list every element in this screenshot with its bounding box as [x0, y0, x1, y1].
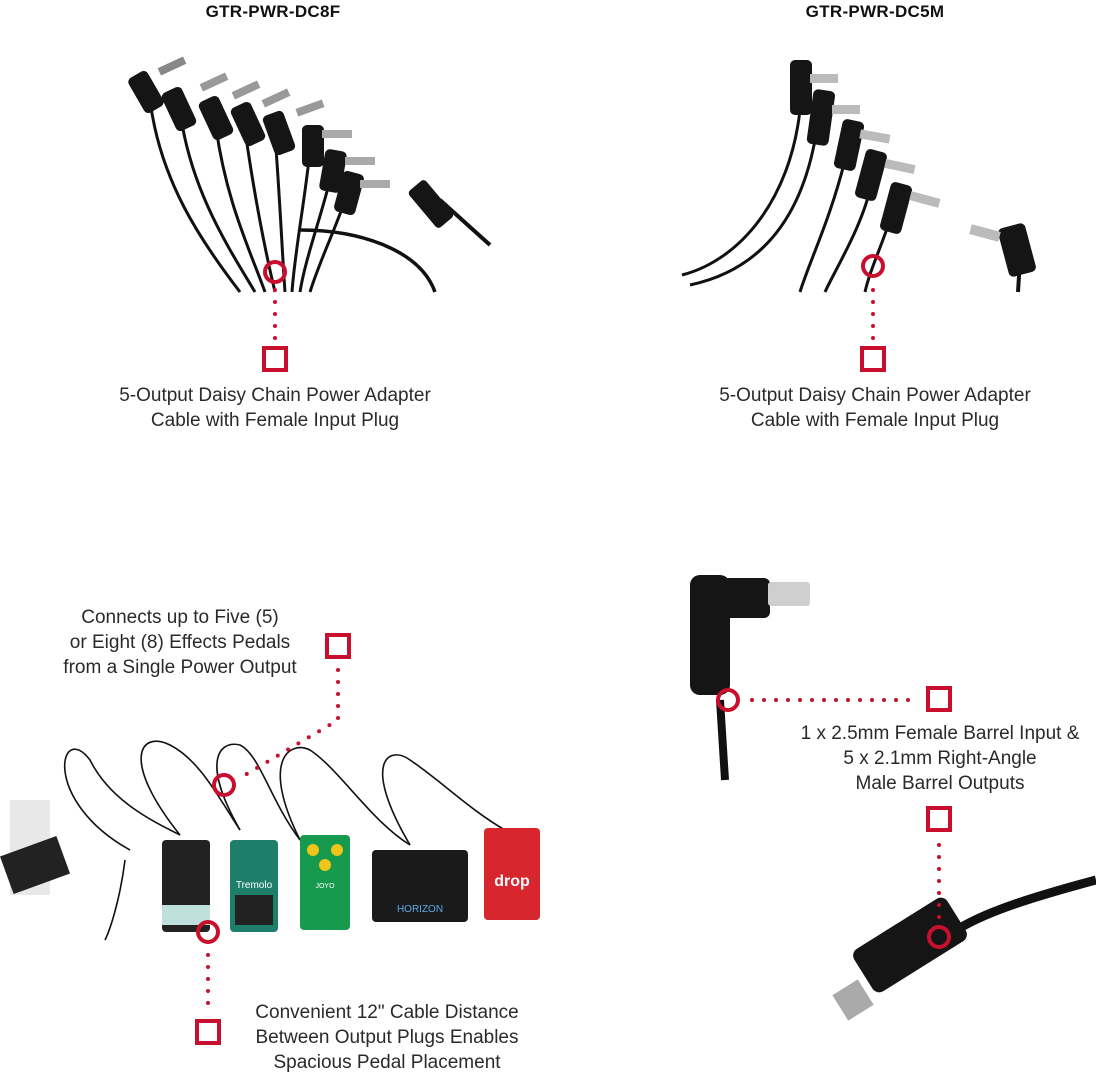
caption-line: from a Single Power Output — [63, 657, 297, 678]
connects-caption: Connects up to Five (5) or Eight (8) Eff… — [63, 605, 296, 680]
callout-circle — [263, 260, 287, 284]
callout-circle — [716, 688, 740, 712]
dc8f-plugs — [128, 56, 454, 228]
callout-markers — [195, 254, 952, 1045]
caption-line: 5-Output Daisy Chain Power Adapter — [119, 385, 431, 406]
caption-line: Cable with Female Input Plug — [750, 410, 1000, 431]
male-plug-closeup-image — [690, 575, 810, 781]
pedal-label-tremolo: Tremolo — [236, 880, 273, 891]
model-title-dc8f: GTR-PWR-DC8F — [205, 2, 341, 21]
pedal-chain-image: Tremolo JOYO HORIZON drop — [0, 740, 540, 941]
callout-circle — [927, 925, 951, 949]
dc8f-caption: 5-Output Daisy Chain Power Adapter Cable… — [119, 383, 431, 433]
pedal-label-horizon: HORIZON — [397, 904, 443, 915]
callout-square — [262, 346, 288, 372]
caption-line: Convenient 12" Cable Distance — [255, 1002, 519, 1023]
caption-line: Male Barrel Outputs — [855, 773, 1025, 794]
female-plug-closeup-image — [832, 875, 1096, 1021]
callout-square — [926, 686, 952, 712]
caption-line: Spacious Pedal Placement — [273, 1052, 501, 1073]
power-adapter — [0, 835, 71, 895]
distance-caption: Convenient 12" Cable Distance Between Ou… — [255, 1000, 518, 1075]
dc5m-caption: 5-Output Daisy Chain Power Adapter Cable… — [719, 383, 1031, 433]
model-title-dc5m: GTR-PWR-DC5M — [805, 2, 945, 21]
callout-square — [195, 1019, 221, 1045]
callout-circle — [861, 254, 885, 278]
dc5m-plugs — [790, 60, 1036, 277]
callout-circle — [212, 773, 236, 797]
caption-line: 5-Output Daisy Chain Power Adapter — [719, 385, 1031, 406]
callout-square — [325, 633, 351, 659]
callout-square — [860, 346, 886, 372]
caption-line: Connects up to Five (5) — [81, 607, 279, 628]
pedal-label-joyo: JOYO — [315, 883, 335, 890]
caption-line: or Eight (8) Effects Pedals — [69, 632, 291, 653]
caption-line: 5 x 2.1mm Right-Angle — [843, 748, 1037, 769]
callout-circle — [196, 920, 220, 944]
callout-square — [926, 806, 952, 832]
caption-line: Cable with Female Input Plug — [150, 410, 400, 431]
pedal-label-drop: drop — [494, 873, 530, 890]
caption-line: 1 x 2.5mm Female Barrel Input & — [800, 723, 1080, 744]
dc8f-cable-bundle-image — [148, 99, 492, 293]
caption-line: Between Output Plugs Enables — [255, 1027, 519, 1048]
barrels-caption: 1 x 2.5mm Female Barrel Input & 5 x 2.1m… — [801, 721, 1080, 796]
